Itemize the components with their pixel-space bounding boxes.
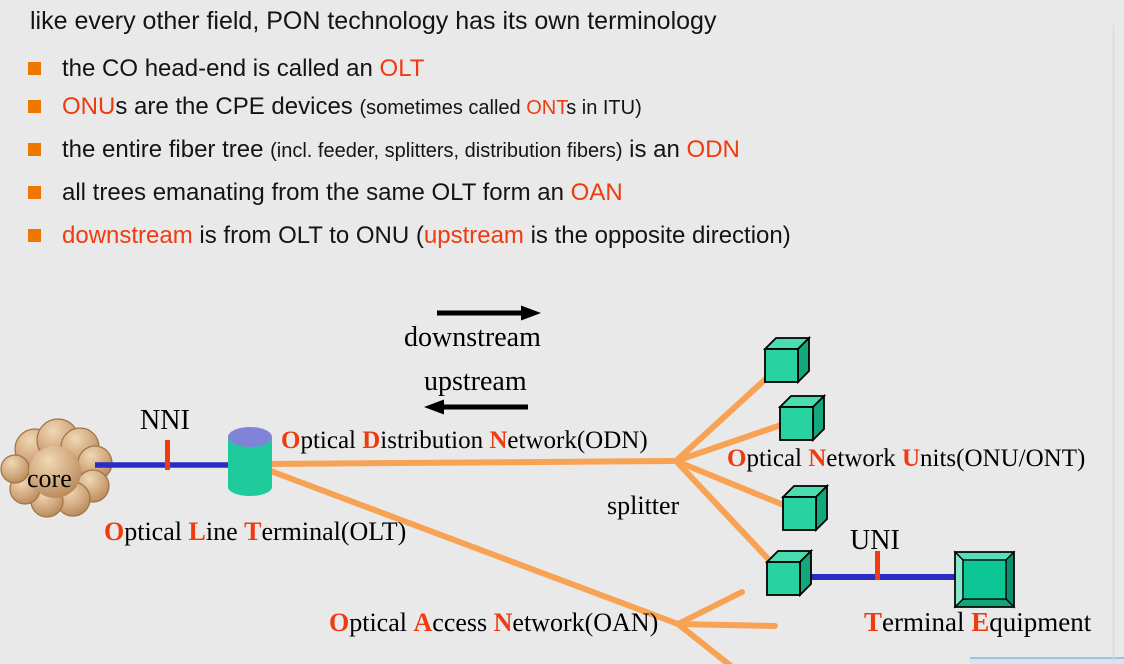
text-segment: O [727, 445, 747, 472]
slide-title: like every other field, PON technology h… [30, 7, 717, 35]
text-segment: L [188, 517, 206, 546]
text-segment: A [413, 608, 433, 637]
splitter-fan-line [673, 372, 773, 464]
text-segment: erminal [882, 607, 972, 637]
text-segment: downstream [62, 222, 193, 249]
text-segment: quipment [989, 607, 1092, 637]
oan-splitter-branch [675, 589, 745, 627]
nni-tick [165, 440, 170, 470]
text-segment: s in ITU) [566, 97, 642, 119]
downstream-arrow [437, 305, 541, 321]
text-segment: O [281, 427, 301, 454]
core-cloud [0, 418, 113, 518]
text-segment: all trees emanating from the same OLT fo… [62, 179, 571, 206]
olt-cylinder [228, 427, 272, 496]
bullet-item-4: all trees emanating from the same OLT fo… [28, 179, 623, 206]
feeder-fiber-line [265, 458, 679, 467]
bullet-text: downstream is from OLT to ONU (upstream … [62, 222, 791, 249]
text-segment: E [971, 607, 990, 637]
text-segment: ine [205, 517, 245, 546]
odn-fiber-lines [265, 372, 789, 664]
text-segment: is the opposite direction) [523, 222, 791, 249]
bullet-text: all trees emanating from the same OLT fo… [62, 179, 623, 206]
terminal-equipment-box [953, 550, 1016, 609]
partial-shape-bottom-right [970, 657, 1124, 664]
text-segment: erminal(OLT) [261, 517, 407, 546]
text-segment: N [489, 427, 508, 454]
upstream-label: upstream [424, 366, 527, 397]
text-segment: ptical [746, 445, 809, 472]
terminal-equipment-label: Terminal Equipment [864, 607, 1091, 638]
bullet-marker [28, 62, 41, 75]
core-label: core [27, 464, 72, 493]
text-segment: O [329, 608, 350, 637]
text-segment: OLT [379, 55, 425, 82]
text-segment: nits(ONU/ONT) [920, 445, 1086, 472]
text-segment: (sometimes called [359, 97, 527, 119]
text-segment: etwork(ODN) [507, 427, 648, 454]
text-segment: s are the CPE devices [115, 93, 360, 120]
onu-cube [762, 335, 812, 385]
bullet-marker [28, 186, 41, 199]
onu-cube [780, 483, 830, 533]
bullet-text: the CO head-end is called an OLT [62, 55, 424, 82]
oan-label: Optical Access Network(OAN) [329, 608, 658, 638]
splitter-label: splitter [607, 491, 680, 520]
oan-fiber-line [265, 467, 681, 627]
text-segment: T [864, 607, 883, 637]
text-segment: ptical [124, 517, 189, 546]
bullet-item-1: the CO head-end is called an OLT [28, 55, 424, 82]
splitter-fan-line [673, 421, 787, 464]
text-segment: etwork [826, 445, 902, 472]
olt-label: Optical Line Terminal(OLT) [104, 517, 406, 547]
text-segment: D [362, 427, 381, 454]
text-segment: ONU [62, 93, 116, 120]
bullet-text: ONUs are the CPE devices (sometimes call… [62, 93, 642, 122]
splitter-fan-line [673, 458, 789, 509]
odn-label: Optical Distribution Network(ODN) [281, 427, 648, 455]
downstream-label: downstream [404, 322, 541, 353]
bullet-marker [28, 100, 41, 113]
bullet-item-2: ONUs are the CPE devices (sometimes call… [28, 93, 642, 122]
oan-splitter-branch [675, 621, 734, 664]
text-segment: T [244, 517, 262, 546]
text-segment: ccess [432, 608, 494, 637]
text-segment: upstream [423, 222, 524, 249]
text-segment: is an [622, 136, 687, 163]
text-segment: (incl. feeder, splitters, distribution f… [270, 140, 623, 162]
bullet-item-5: downstream is from OLT to ONU (upstream … [28, 222, 791, 249]
onu-cube [777, 393, 827, 443]
upstream-arrow [424, 399, 528, 415]
oan-splitter-branch [675, 621, 778, 629]
bullet-item-3: the entire fiber tree (incl. feeder, spl… [28, 136, 740, 165]
onu-cube [764, 548, 814, 598]
text-segment: N [493, 608, 513, 637]
bullet-marker [28, 229, 41, 242]
text-segment: istribution [380, 427, 490, 454]
text-segment: OAN [570, 179, 623, 206]
text-segment: the CO head-end is called an [62, 55, 380, 82]
text-segment: ODN [686, 136, 740, 163]
text-segment: ptical [349, 608, 414, 637]
uni-tick [875, 551, 880, 580]
nni-label: NNI [140, 405, 190, 436]
onu-cubes [762, 335, 830, 598]
text-segment: ptical [300, 427, 363, 454]
text-segment: ONT [526, 97, 567, 119]
bullet-text: the entire fiber tree (incl. feeder, spl… [62, 136, 740, 165]
text-segment: is from OLT to ONU ( [192, 222, 424, 249]
text-segment: O [104, 517, 125, 546]
uni-label: UNI [850, 525, 900, 556]
text-segment: the entire fiber tree [62, 136, 271, 163]
text-segment: U [901, 445, 921, 472]
onu-label: Optical Network Units(ONU/ONT) [727, 445, 1085, 473]
text-segment: N [808, 445, 827, 472]
bullet-marker [28, 143, 41, 156]
text-segment: etwork(OAN) [512, 608, 659, 637]
splitter-fan-line [673, 458, 775, 566]
